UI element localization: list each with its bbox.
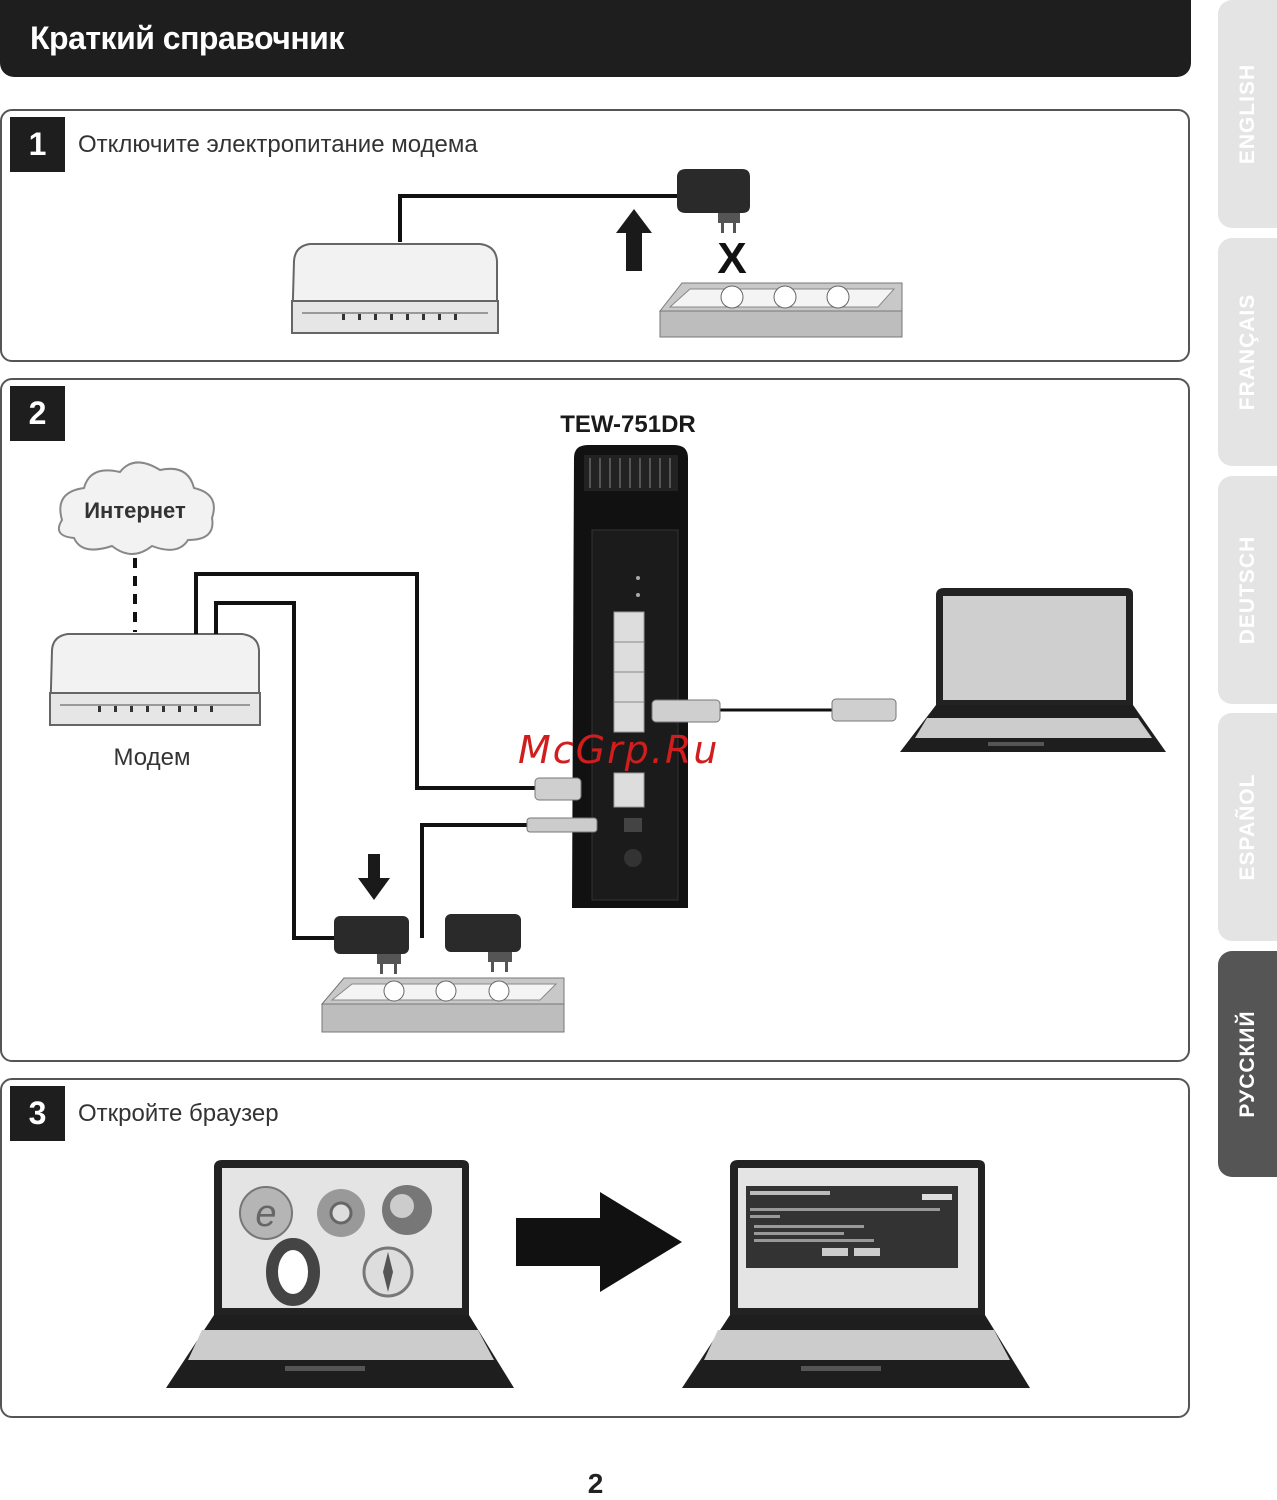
cloud-label: Интернет xyxy=(84,498,186,523)
opera-browser-icon xyxy=(272,1244,314,1300)
tab-deutsch-label: DEUTSCH xyxy=(1236,536,1260,645)
up-arrow-icon xyxy=(616,209,652,271)
power-strip xyxy=(322,978,564,1032)
unplug-mark: X xyxy=(717,234,746,283)
power-strip xyxy=(660,283,902,337)
tab-english[interactable]: ENGLISH xyxy=(1218,0,1277,228)
tab-espanol-label: ESPAÑOL xyxy=(1236,774,1260,881)
page-number: 2 xyxy=(0,1468,1191,1500)
laptop-browsers-illustration: e xyxy=(166,1160,514,1388)
tab-english-label: ENGLISH xyxy=(1236,64,1260,164)
right-arrow-icon xyxy=(516,1192,682,1292)
modem-illustration xyxy=(292,244,498,333)
internet-cloud: Интернет xyxy=(59,462,214,554)
tab-russian[interactable]: РУССКИЙ xyxy=(1218,951,1277,1177)
lan-plug xyxy=(652,700,720,722)
step-1-illustration: X xyxy=(2,111,1188,360)
step-3-illustration: e xyxy=(2,1080,1188,1416)
tab-russian-label: РУССКИЙ xyxy=(1236,1010,1260,1117)
tab-francais-label: FRANÇAIS xyxy=(1236,294,1260,411)
step-1-panel: 1 Отключите электропитание модема X xyxy=(0,109,1190,362)
device-model-label: TEW-751DR xyxy=(560,411,696,438)
modem-label: Модем xyxy=(114,744,191,771)
modem-illustration xyxy=(50,634,260,725)
step-3-panel: 3 Откройте браузер e xyxy=(0,1078,1190,1418)
watermark: McGrp.Ru xyxy=(518,728,719,772)
power-adapter xyxy=(334,916,409,974)
tab-espanol[interactable]: ESPAÑOL xyxy=(1218,713,1277,941)
power-plug xyxy=(527,818,597,832)
svg-text:e: e xyxy=(255,1193,276,1235)
tab-francais[interactable]: FRANÇAIS xyxy=(1218,238,1277,466)
lan-plug xyxy=(535,778,581,800)
header-bar: Краткий справочник xyxy=(0,0,1191,77)
page-title: Краткий справочник xyxy=(30,20,344,57)
laptop-setup-illustration xyxy=(682,1160,1030,1388)
power-adapter xyxy=(445,914,521,972)
down-arrow-icon xyxy=(358,854,390,900)
lan-plug xyxy=(832,699,896,721)
step-2-panel: 2 TEW-751DR Интернет Модем xyxy=(0,378,1190,1062)
tab-deutsch[interactable]: DEUTSCH xyxy=(1218,476,1277,704)
step-2-illustration: TEW-751DR Интернет Модем xyxy=(2,380,1188,1060)
power-adapter xyxy=(677,169,750,233)
laptop-illustration xyxy=(900,588,1166,752)
router-illustration xyxy=(572,445,688,908)
